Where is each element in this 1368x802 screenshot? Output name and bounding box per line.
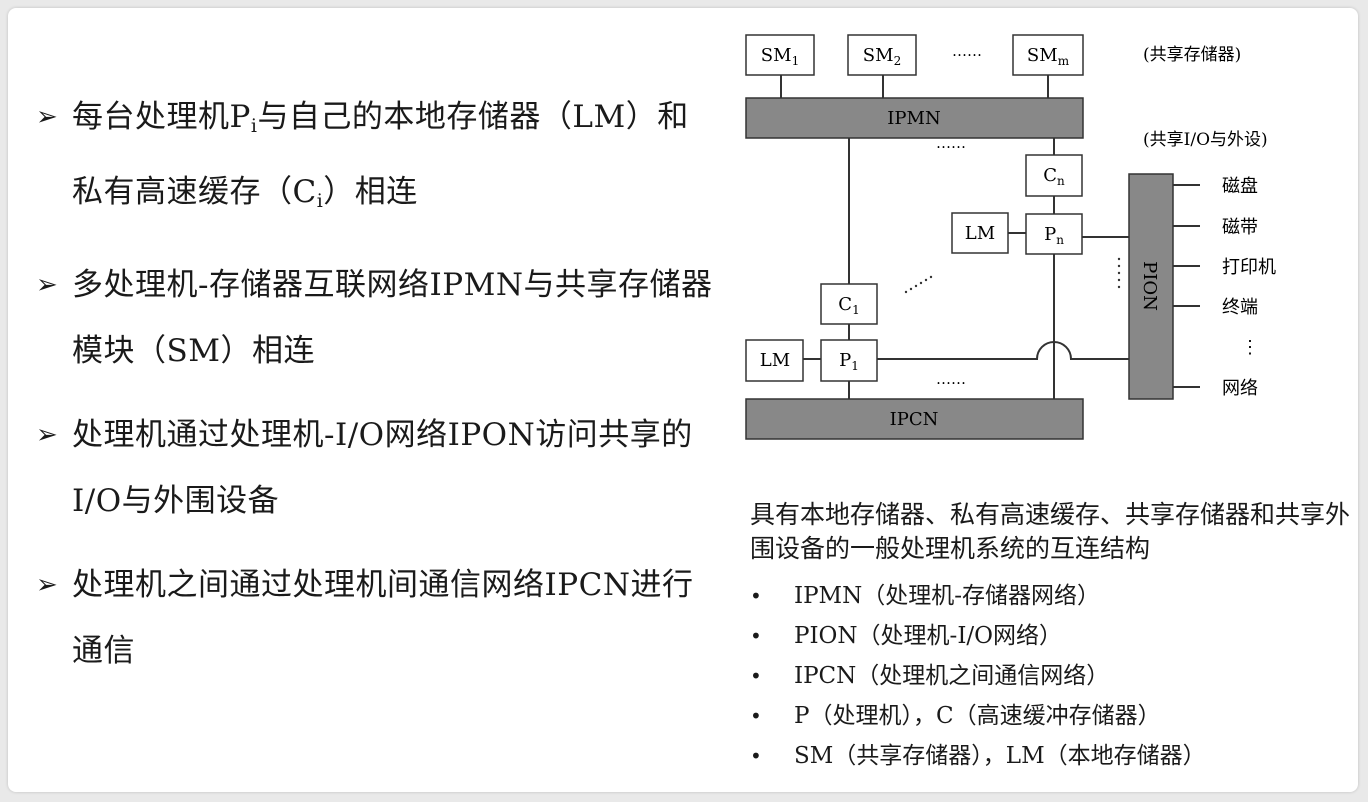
bullet-local-memory-cache: ➢每台处理机Pi与自己的本地存储器（LM）和私有高速缓存（Ci）相连 [36,84,716,234]
legend-text: IPCN（处理机之间通信网络） [794,663,1110,689]
bullet-dot-icon: • [750,704,762,728]
cache-1-label: C1 [838,294,859,317]
bullet-text: 与自己的本地存储器（LM）和私有高速缓存（C [72,99,689,210]
slide-card [8,8,1358,792]
lm-1-box [745,339,804,382]
legend-text: SM（共享存储器），LM（本地存储器） [794,743,1206,769]
bullet-text: 处理机通过处理机-I/O网络IPON访问共享的I/O与外围设备 [72,417,693,519]
ipcn-ellipsis: …… [936,370,966,388]
sm1-box [745,34,815,76]
pion-ellipsis-dots [1117,257,1121,289]
proc-1-box [820,339,878,382]
cache-1-box [820,283,878,325]
proc-n-label: Pn [1044,224,1064,247]
bullet-list: ➢每台处理机Pi与自己的本地存储器（LM）和私有高速缓存（Ci）相连 ➢多处理机… [36,84,716,702]
device-network: 网络 [1222,378,1258,399]
ipmn-bus [745,97,1084,139]
smm-box [1012,34,1084,76]
device-printer: 打印机 [1222,257,1276,278]
arrow-bullet-icon: ➢ [36,570,59,600]
legend-item-p-c: • P（处理机），C（高速缓冲存储器） [750,696,1350,736]
legend-item-pion: • PION（处理机-I/O网络） [750,616,1350,656]
proc-n-box [1025,213,1083,255]
subscript: i [250,115,258,137]
legend-list: • IPMN（处理机-存储器网络） • PION（处理机-I/O网络） • IPCN（… [750,576,1350,776]
device-list: 磁盘 磁带 打印机 终端 ⋮ 网络 [1222,176,1276,399]
legend-text: PION（处理机-I/O网络） [794,623,1063,649]
legend-item-ipcn: • IPCN（处理机之间通信网络） [750,656,1350,696]
legend-item-ipmn: • IPMN（处理机-存储器网络） [750,576,1350,616]
bullet-ipmn: ➢ 多处理机-存储器互联网络IPMN与共享存储器模块（SM）相连 [36,252,716,384]
shared-memory-label: (共享存储器) [1143,45,1241,65]
lm-n-label: LM [965,223,995,244]
bullet-dot-icon: • [750,744,762,768]
bullet-dot-icon: • [750,584,762,608]
bullet-dot-icon: • [750,624,762,648]
bullet-dot-icon: • [750,664,762,688]
bullet-ipcn: ➢ 处理机之间通过处理机间通信网络IPCN进行通信 [36,552,716,684]
ipmn-label: IPMN [887,108,940,129]
lm-n-box [951,212,1009,254]
processor-ellipsis-dots [904,275,933,294]
arrow-bullet-icon: ➢ [36,102,59,132]
bullet-ipon: ➢ 处理机通过处理机-I/O网络IPON访问共享的I/O与外围设备 [36,402,716,534]
ipcn-bus [745,398,1084,440]
smm-label: SMm [1027,45,1070,68]
device-vertical-ellipsis: ⋮ [1241,337,1259,358]
ipmn-ellipsis: …… [936,134,966,152]
connector-lines [780,75,1200,399]
cache-n-box [1025,154,1083,197]
shared-io-label: (共享I/O与外设) [1143,130,1268,150]
pion-label: PION [1139,261,1160,311]
ipcn-label: IPCN [890,409,939,430]
legend-item-sm-lm: • SM（共享存储器），LM（本地存储器） [750,736,1350,776]
pion-bus [1128,173,1174,400]
device-disk: 磁盘 [1222,176,1258,197]
legend-text: P（处理机），C（高速缓冲存储器） [794,703,1161,729]
sm2-box [847,34,917,76]
cache-n-label: Cn [1043,165,1065,188]
sm-ellipsis: …… [952,42,982,60]
device-terminal: 终端 [1222,297,1258,318]
bullet-text: 处理机之间通过处理机间通信网络IPCN进行通信 [72,567,694,669]
proc-1-label: P1 [839,350,859,373]
subscript: i [316,190,324,212]
arrow-bullet-icon: ➢ [36,270,59,300]
p1-pion-line [877,341,1129,360]
arrow-bullet-icon: ➢ [36,420,59,450]
diagram-caption: 具有本地存储器、私有高速缓存、共享存储器和共享外围设备的一般处理机系统的互连结构 [750,500,1351,563]
sm2-label: SM2 [863,45,901,68]
lm-1-label: LM [760,350,790,371]
device-tape: 磁带 [1222,217,1258,238]
legend-text: IPMN（处理机-存储器网络） [794,583,1101,609]
bullet-text: ）相连 [323,174,418,210]
sm1-label: SM1 [761,45,799,68]
bullet-text: 多处理机-存储器互联网络IPMN与共享存储器模块（SM）相连 [72,267,713,369]
bullet-text: 每台处理机P [72,99,251,135]
